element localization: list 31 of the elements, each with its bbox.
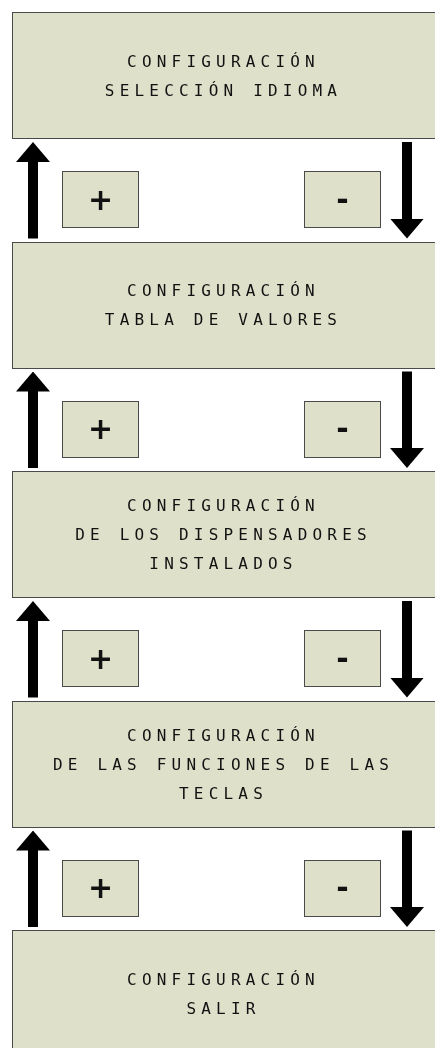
arrow — [16, 371, 50, 468]
arrow — [390, 601, 424, 698]
key-button: + — [62, 171, 139, 228]
key-button: - — [304, 630, 381, 687]
display-screen — [12, 471, 435, 598]
display-screen — [12, 12, 435, 139]
display-text: SELECCIÓN IDIOMA — [103, 79, 344, 102]
display-screen — [12, 930, 435, 1048]
arrow — [390, 371, 424, 468]
display-text: CONFIGURACIÓN — [126, 724, 321, 747]
display-text: DE LAS FUNCIONES DE LAS TECLAS — [51, 753, 396, 805]
display-text: DE LOS DISPENSADORES INSTALADOS — [74, 524, 373, 575]
display-text: CONFIGURACIÓN — [126, 968, 321, 991]
display-screen — [12, 241, 435, 369]
display-text: SALIR — [185, 997, 262, 1020]
display-text: CONFIGURACIÓN — [126, 50, 321, 73]
arrow — [390, 830, 424, 927]
key-button: + — [62, 859, 139, 917]
display-text: CONFIGURACIÓN — [126, 280, 321, 302]
key-button: + — [62, 400, 139, 458]
key-button: - — [304, 171, 381, 228]
key-button: + — [62, 630, 139, 687]
arrow — [390, 142, 424, 239]
display-screen — [12, 700, 435, 828]
arrow — [16, 142, 50, 239]
arrow — [16, 830, 50, 927]
display-text: CONFIGURACIÓN — [126, 495, 321, 517]
key-button: - — [304, 400, 381, 458]
display-text: TABLA DE VALORES — [103, 309, 344, 331]
key-button: - — [304, 859, 381, 917]
arrow — [16, 601, 50, 698]
